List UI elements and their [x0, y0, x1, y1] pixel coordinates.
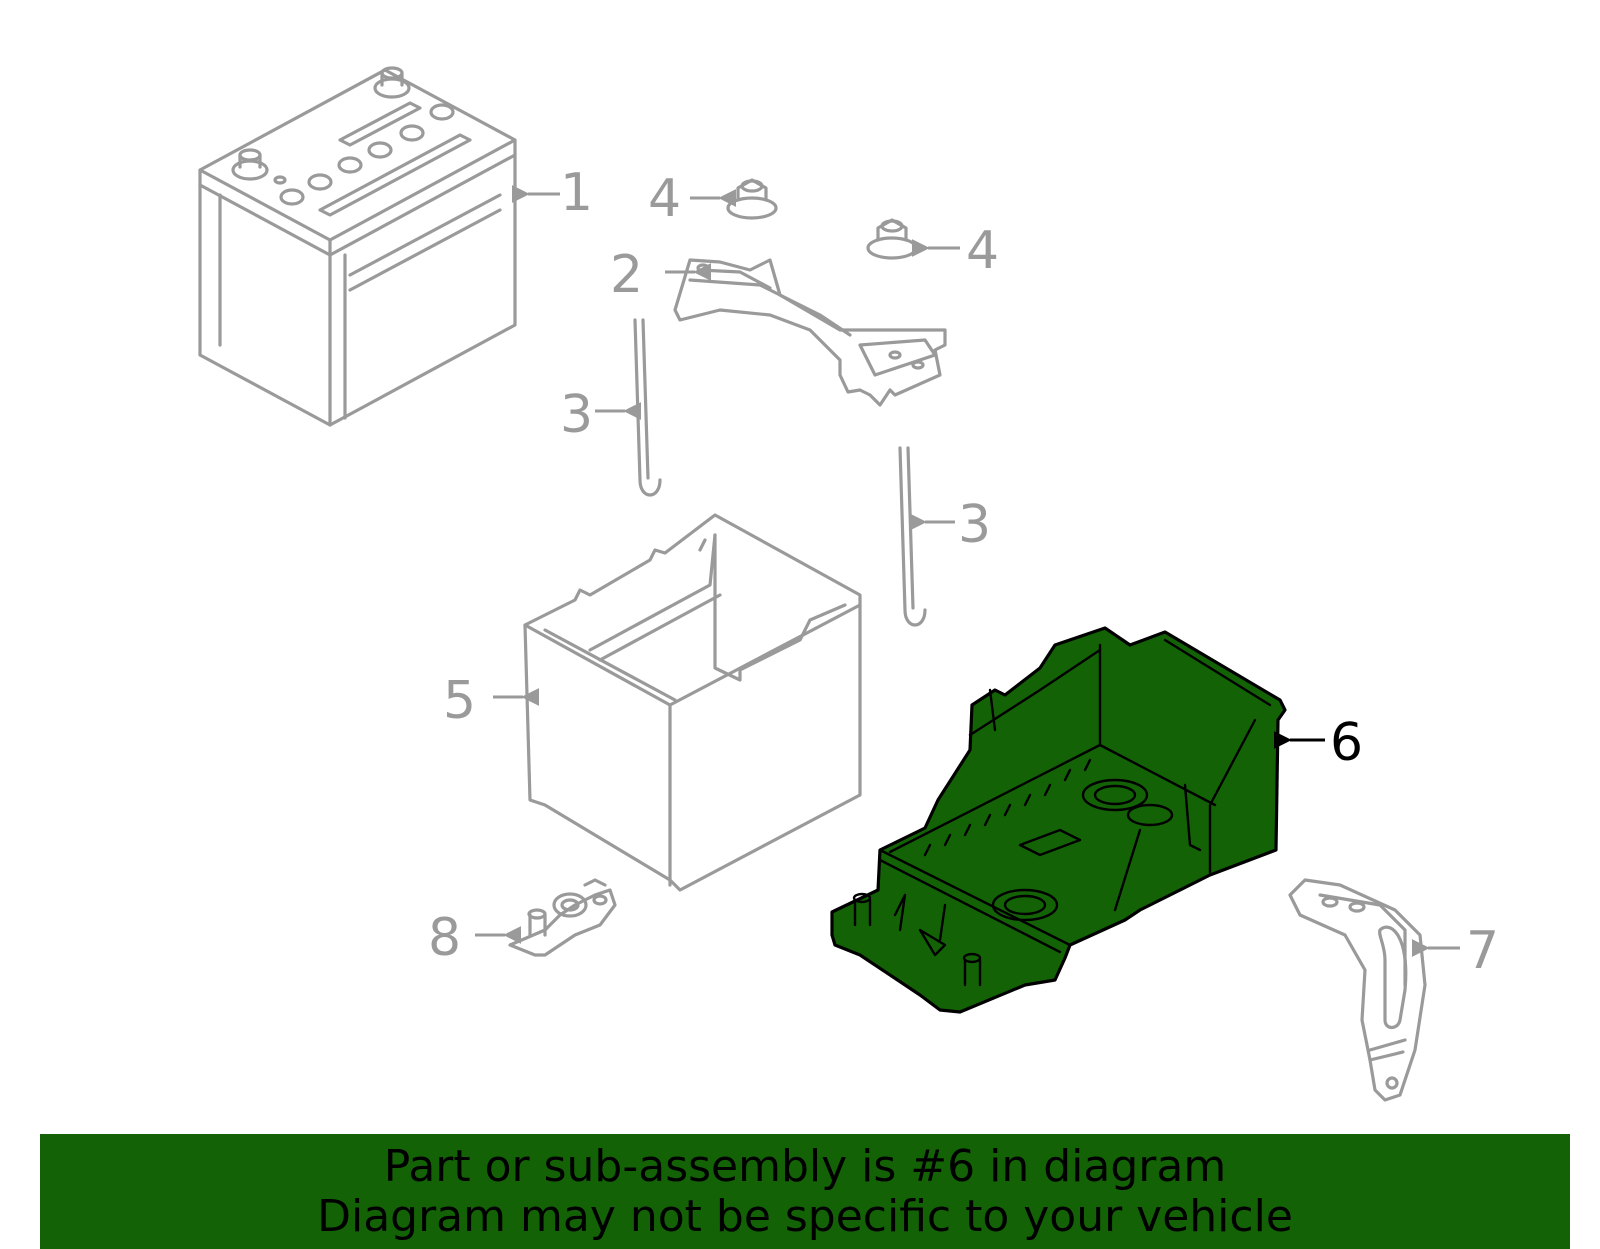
battery-case-part [523, 513, 862, 892]
nut-left-part [726, 178, 778, 220]
callout-4-right: 4 [966, 221, 999, 281]
callout-2: 2 [610, 245, 643, 305]
battery-part [198, 66, 517, 427]
banner-line-2: Diagram may not be specific to your vehi… [317, 1191, 1293, 1242]
clamp-part [508, 878, 617, 957]
info-banner: Part or sub-assembly is #6 in diagram Di… [40, 1134, 1570, 1249]
callout-3-right: 3 [958, 495, 991, 555]
callout-arrows [475, 185, 1460, 957]
hold-down-bracket-part [673, 258, 947, 407]
hold-down-rod-left-part [633, 318, 662, 497]
callout-3-left: 3 [560, 385, 593, 445]
callout-5: 5 [443, 671, 476, 731]
nut-right-part [866, 218, 918, 260]
callout-7: 7 [1466, 921, 1499, 981]
hold-down-rod-right-part [898, 446, 927, 627]
banner-line-1: Part or sub-assembly is #6 in diagram [383, 1141, 1227, 1192]
callout-1: 1 [560, 163, 593, 223]
battery-tray-part [830, 626, 1287, 1014]
callout-4-left: 4 [648, 169, 681, 229]
support-bracket-part [1288, 878, 1427, 1102]
callout-8: 8 [428, 908, 461, 968]
callout-6: 6 [1330, 713, 1363, 773]
